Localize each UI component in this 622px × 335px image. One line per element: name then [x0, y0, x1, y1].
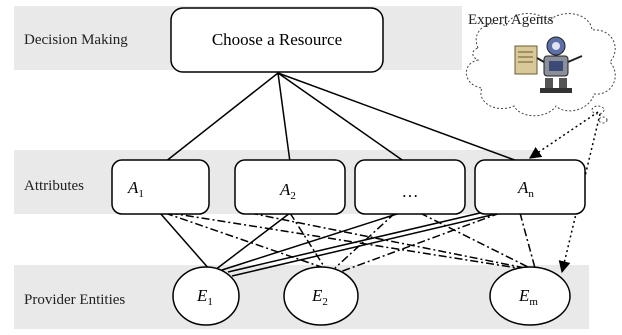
- attribute-a1-label: A1: [127, 178, 144, 200]
- link-root-adots: [277, 72, 406, 163]
- entity-e1-node: E1: [172, 266, 240, 326]
- link-root-an: [277, 72, 521, 163]
- entity-e2-sub: 2: [322, 296, 328, 308]
- attribute-a2-label: A2: [279, 180, 296, 202]
- expert-to-an-arrow: [529, 111, 599, 159]
- attribute-dots-label: …: [402, 182, 419, 201]
- expert-agents-cloud: [466, 13, 616, 124]
- link-an-em: [519, 212, 536, 269]
- attribute-entity-dashdot-links: [164, 212, 536, 273]
- link-an-e1a: [227, 212, 481, 273]
- entity-em-base: E: [518, 286, 530, 305]
- link-a1-e2: [164, 212, 331, 271]
- entity-e2-base: E: [311, 286, 323, 305]
- link-root-a2: [277, 72, 291, 163]
- link-a2-em: [249, 212, 526, 269]
- link-a2-e2: [289, 212, 326, 269]
- row-label-attributes: Attributes: [24, 178, 84, 194]
- entity-em-sub: m: [529, 296, 538, 308]
- attribute-a1-node: A1: [111, 159, 210, 215]
- entity-e1-label: E1: [196, 286, 213, 308]
- entity-em-node: Em: [489, 266, 571, 326]
- link-adots-e1: [221, 212, 401, 271]
- entity-e1-base: E: [196, 286, 208, 305]
- entity-e2-node: E2: [283, 266, 359, 326]
- root-node: Choose a Resource: [170, 7, 384, 73]
- attribute-a2-base: A: [279, 180, 291, 199]
- entity-e1-sub: 1: [207, 296, 213, 308]
- row-label-providers: Provider Entities: [24, 292, 125, 308]
- attribute-dots-node: …: [354, 159, 466, 215]
- expert-agents-label: Expert Agents: [468, 12, 554, 28]
- attribute-an-node: An: [474, 159, 586, 215]
- link-adots-em: [419, 212, 531, 269]
- attribute-an-base: A: [517, 178, 529, 197]
- robot-agent-icon: [514, 36, 583, 93]
- link-a1-e1: [159, 212, 211, 271]
- attribute-an-sub: n: [528, 188, 534, 200]
- attribute-an-label: An: [517, 178, 534, 200]
- attribute-a1-base: A: [127, 178, 139, 197]
- entity-em-label: Em: [518, 286, 538, 308]
- link-a1-em: [169, 212, 531, 271]
- root-attribute-links: [164, 72, 521, 163]
- link-adots-e2: [334, 212, 396, 269]
- attribute-a2-sub: 2: [290, 190, 296, 202]
- entity-e2-label: E2: [311, 286, 328, 308]
- attribute-a2-node: A2: [234, 159, 346, 215]
- link-an-e2: [339, 212, 501, 273]
- link-a2-e1: [214, 212, 291, 271]
- root-node-label: Choose a Resource: [212, 30, 342, 49]
- link-root-a1: [164, 72, 279, 163]
- attribute-a1-sub: 1: [138, 188, 144, 200]
- row-label-decision: Decision Making: [24, 32, 128, 48]
